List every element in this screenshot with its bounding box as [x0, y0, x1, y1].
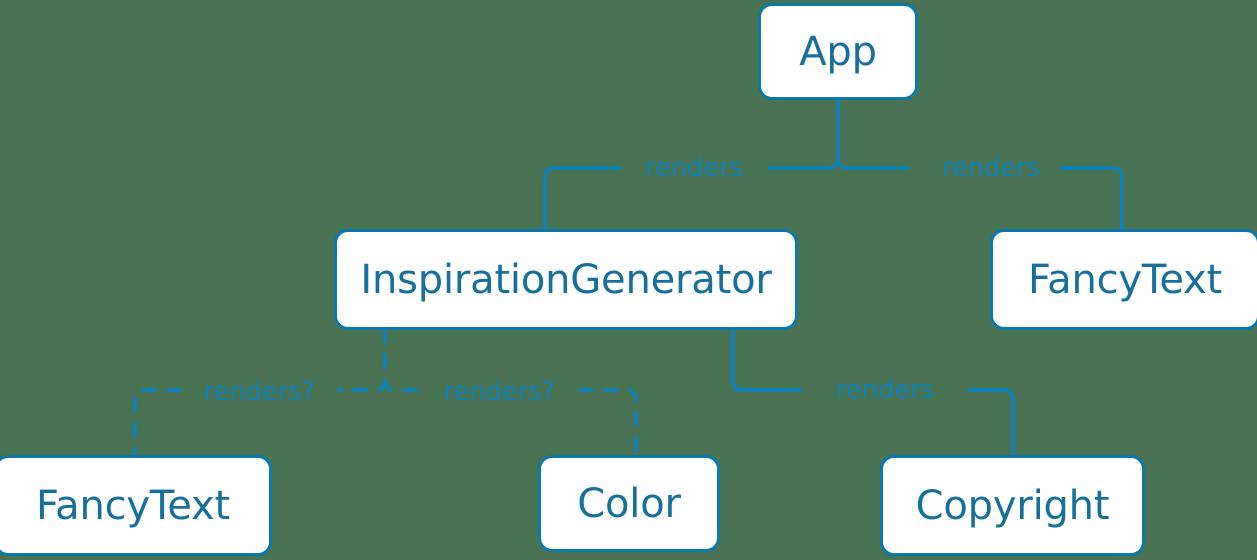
node-fancytext-right-label: FancyText: [1028, 256, 1222, 303]
node-fancytext-right[interactable]: FancyText: [990, 229, 1257, 330]
node-app-label: App: [799, 28, 877, 75]
node-inspiration-generator-label: InspirationGenerator: [360, 256, 772, 303]
node-copyright-label: Copyright: [915, 482, 1110, 529]
node-inspiration-generator[interactable]: InspirationGenerator: [334, 229, 798, 330]
edge-inspiration-generator-dashed-stem-left: [337, 328, 387, 392]
edge-app-to-fancytext-right-stem-right: [836, 98, 910, 170]
edge-label-app-to-inspiration-generator: renders: [645, 153, 743, 183]
edge-inspiration-generator-to-copyright: [968, 388, 1015, 457]
node-fancytext-left-label: FancyText: [36, 482, 230, 529]
edge-app-to-fancytext-right: [1060, 166, 1124, 231]
node-color[interactable]: Color: [538, 455, 720, 552]
node-copyright[interactable]: Copyright: [880, 455, 1145, 556]
edge-inspiration-generator-dashed-stem-right: [383, 328, 420, 392]
node-app[interactable]: App: [758, 3, 918, 100]
edge-app-to-inspiration-generator: [543, 166, 622, 231]
edge-app-to-inspiration-generator-stem-left: [768, 98, 840, 170]
node-fancytext-left[interactable]: FancyText: [0, 455, 272, 556]
edge-label-inspiration-generator-to-copyright: renders: [836, 375, 934, 405]
edge-label-inspiration-generator-to-fancytext-left: renders?: [203, 377, 315, 407]
node-color-label: Color: [577, 480, 681, 527]
edge-label-app-to-fancytext-right: renders: [942, 153, 1040, 183]
edge-label-inspiration-generator-to-color: renders?: [443, 377, 555, 407]
edge-inspiration-generator-to-color: [578, 388, 638, 457]
edge-inspiration-generator-to-copyright-stem: [731, 328, 802, 392]
edge-inspiration-generator-to-fancytext-left: [133, 388, 182, 457]
